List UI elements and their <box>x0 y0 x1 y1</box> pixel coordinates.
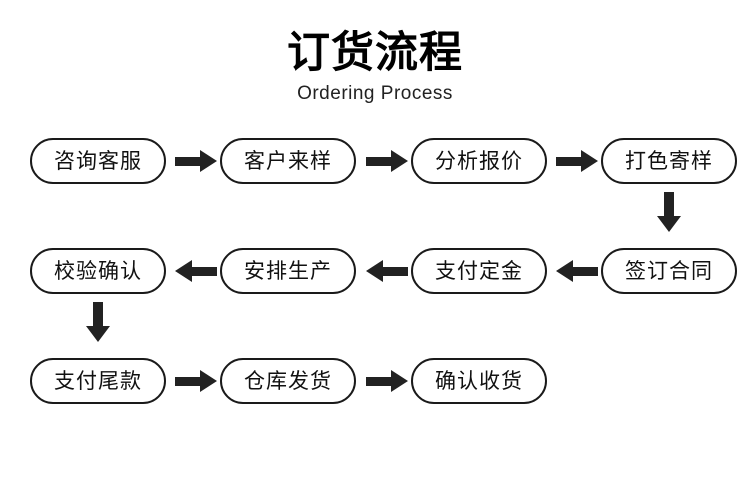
arrow-down-icon <box>86 302 110 342</box>
flow-step-label: 分析报价 <box>435 149 523 173</box>
flow-step-label: 签订合同 <box>625 259 713 283</box>
arrow-left-icon <box>175 260 217 282</box>
flow-step-sign-contract[interactable]: 签订合同 <box>601 248 737 294</box>
chart-heading: 订货流程 Ordering Process <box>0 28 750 107</box>
flow-step-label: 打色寄样 <box>625 149 713 173</box>
arrow-right-icon <box>175 150 217 172</box>
flow-step-warehouse-shipment[interactable]: 仓库发货 <box>220 358 356 404</box>
flow-step-customer-sample[interactable]: 客户来样 <box>220 138 356 184</box>
flow-step-verify-confirm[interactable]: 校验确认 <box>30 248 166 294</box>
flow-step-label: 支付尾款 <box>54 369 142 393</box>
flow-step-analysis-quotation[interactable]: 分析报价 <box>411 138 547 184</box>
flow-step-label: 确认收货 <box>435 369 523 393</box>
flow-step-label: 校验确认 <box>54 259 142 283</box>
flow-step-confirm-receipt[interactable]: 确认收货 <box>411 358 547 404</box>
arrow-left-icon <box>556 260 598 282</box>
page-subtitle: Ordering Process <box>297 83 453 104</box>
flow-step-consult-service[interactable]: 咨询客服 <box>30 138 166 184</box>
arrow-right-icon <box>366 370 408 392</box>
flow-step-color-sample[interactable]: 打色寄样 <box>601 138 737 184</box>
page-title: 订货流程 <box>287 29 463 77</box>
flow-step-label: 安排生产 <box>244 259 332 283</box>
flow-row-3: 支付尾款 仓库发货 确认收货 <box>0 358 750 406</box>
arrow-right-icon <box>175 370 217 392</box>
flow-step-label: 咨询客服 <box>54 149 142 173</box>
flow-step-label: 客户来样 <box>244 149 332 173</box>
arrow-right-icon <box>366 150 408 172</box>
arrow-down-icon <box>657 192 681 232</box>
flow-step-label: 仓库发货 <box>244 369 332 393</box>
flow-step-arrange-production[interactable]: 安排生产 <box>220 248 356 294</box>
arrow-left-icon <box>366 260 408 282</box>
flow-step-pay-deposit[interactable]: 支付定金 <box>411 248 547 294</box>
flow-row-1: 咨询客服 客户来样 分析报价 打色寄样 <box>0 138 750 186</box>
flow-step-label: 支付定金 <box>435 259 523 283</box>
flow-row-2: 校验确认 安排生产 支付定金 签订合同 <box>0 248 750 296</box>
flow-step-pay-balance[interactable]: 支付尾款 <box>30 358 166 404</box>
arrow-right-icon <box>556 150 598 172</box>
